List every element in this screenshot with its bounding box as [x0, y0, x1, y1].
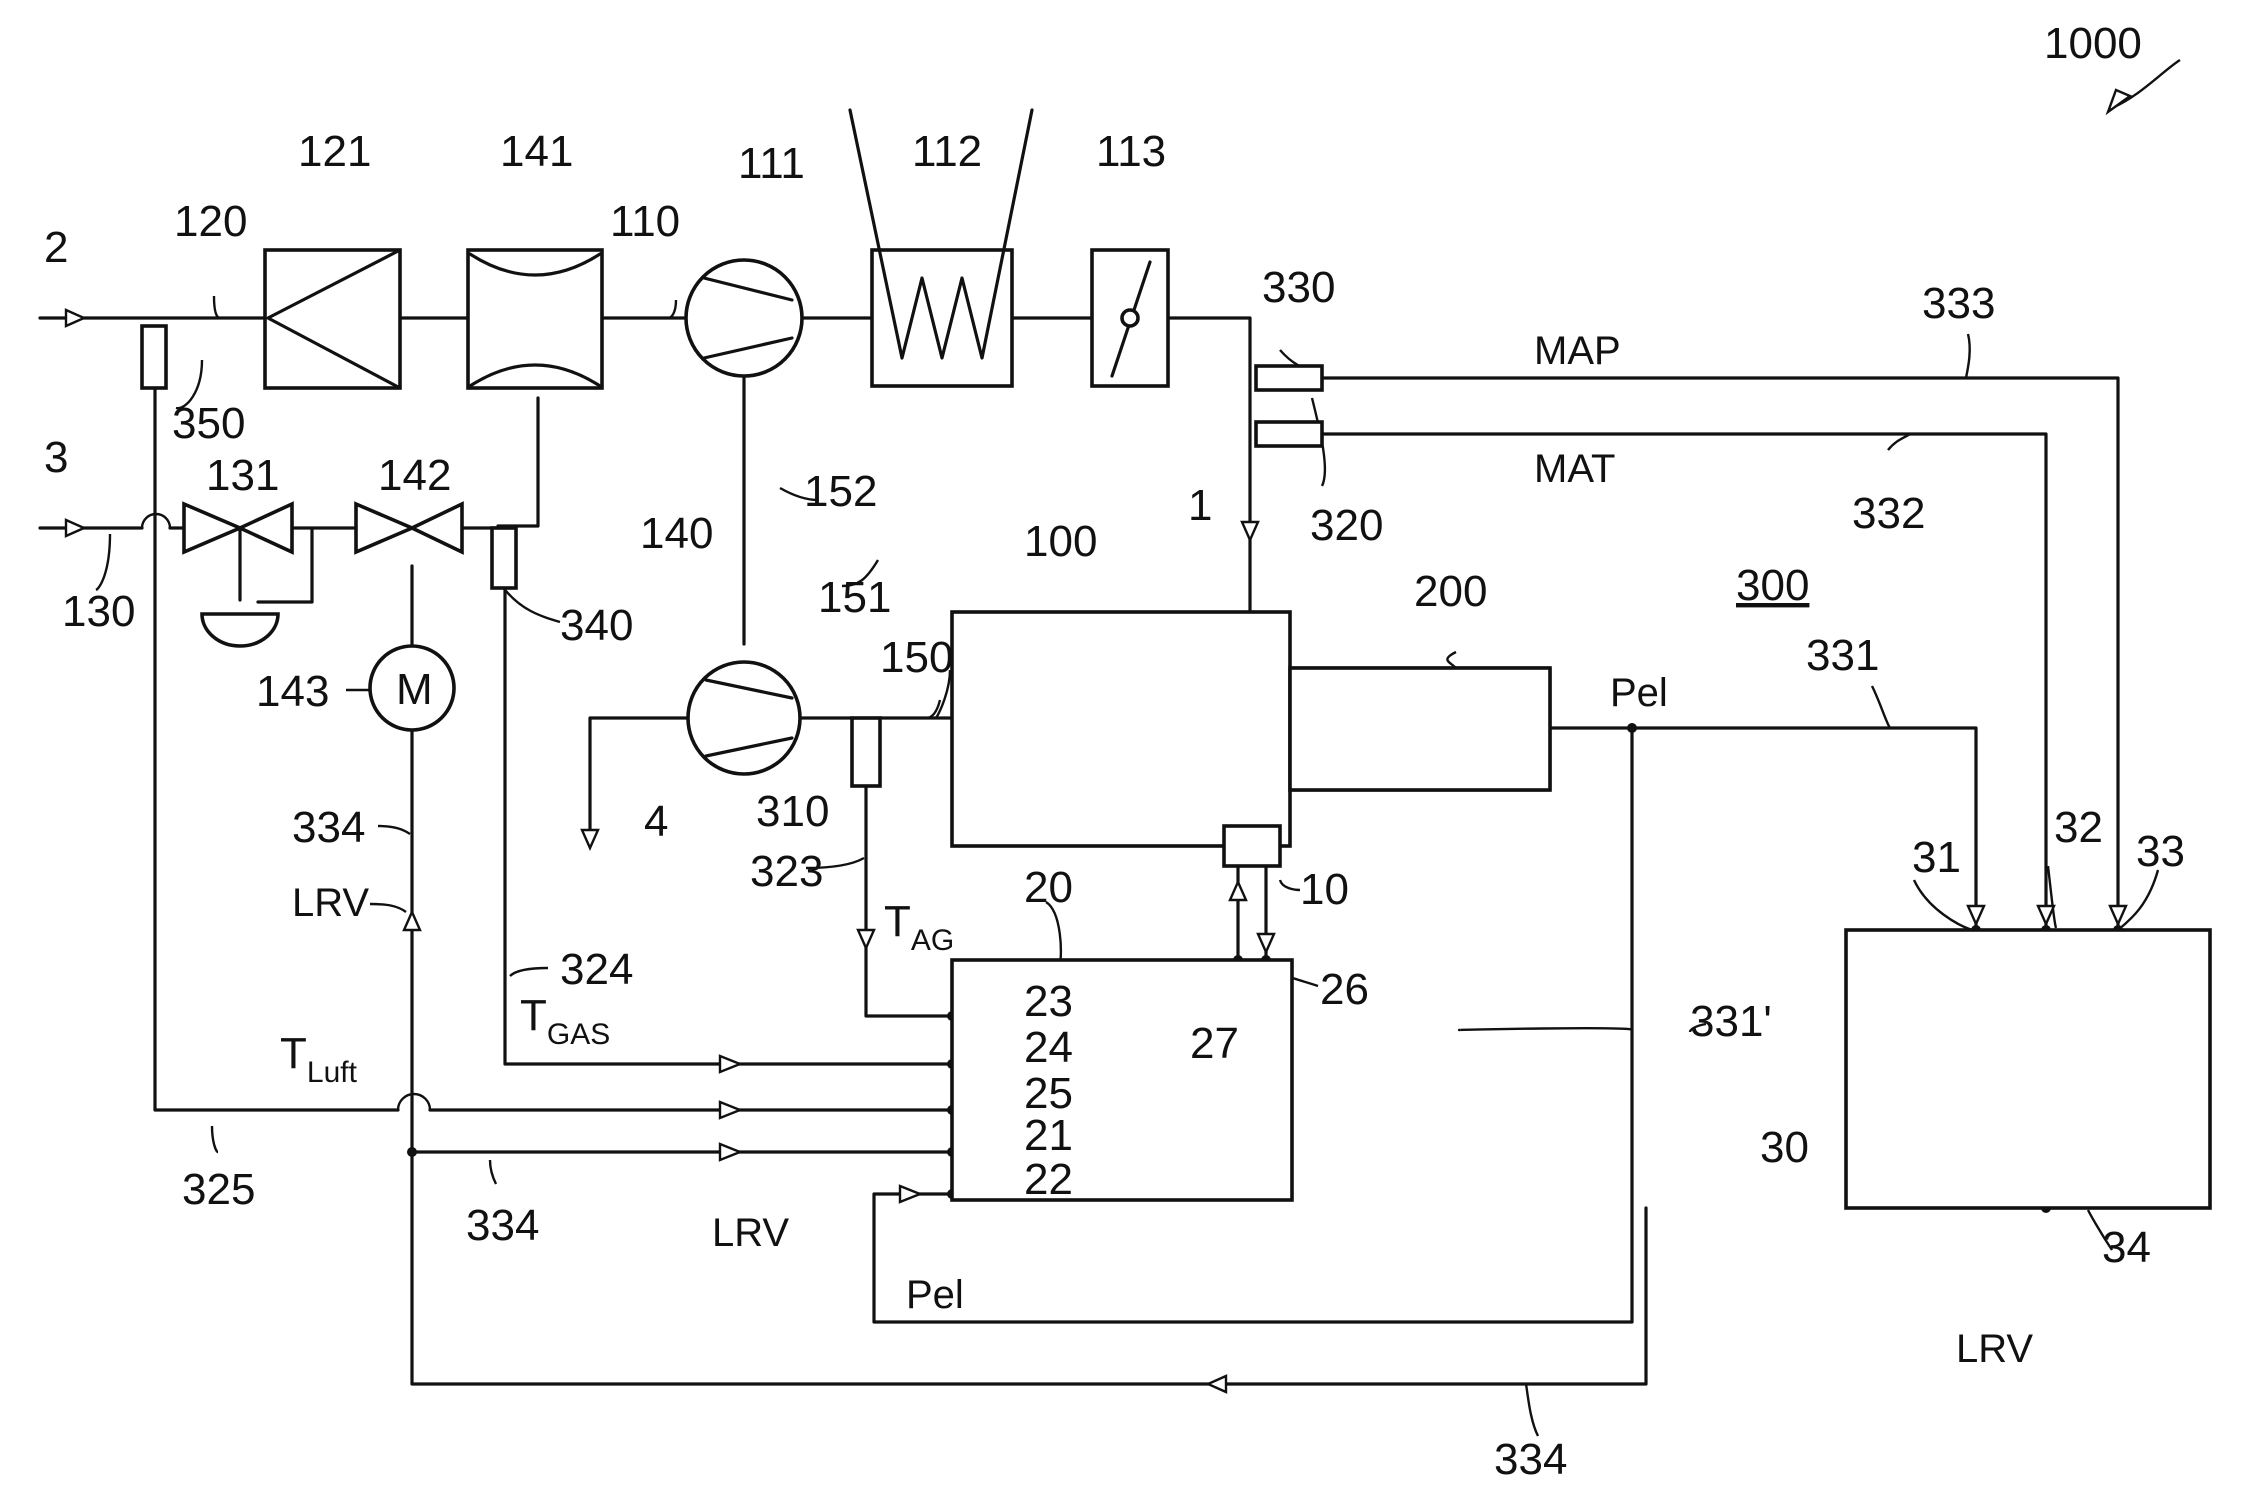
t-ag-main: T [884, 897, 911, 946]
pressure-valve-icon [184, 504, 292, 646]
label-32: 32 [2054, 803, 2103, 852]
air-temp-sensor-icon [142, 326, 166, 388]
gas-temp-sensor-icon [492, 528, 516, 588]
signal-t-luft: TLuft [280, 1029, 358, 1089]
label-140: 140 [640, 509, 713, 558]
signal-pel-bottom: Pel [906, 1273, 964, 1317]
label-310: 310 [756, 787, 829, 836]
label-22: 22 [1024, 1155, 1073, 1204]
signal-t-gas: TGAS [520, 991, 610, 1051]
label-332: 332 [1852, 489, 1925, 538]
signal-mat: MAT [1534, 447, 1615, 491]
throttle-valve-icon [1092, 250, 1168, 386]
label-323: 323 [750, 847, 823, 896]
label-33: 33 [2136, 827, 2185, 876]
label-20: 20 [1024, 863, 1073, 912]
label-1: 1 [1188, 481, 1212, 530]
label-3: 3 [44, 433, 68, 482]
label-27: 27 [1190, 1019, 1239, 1068]
label-2: 2 [44, 223, 68, 272]
label-100: 100 [1024, 517, 1097, 566]
label-152: 152 [804, 467, 877, 516]
signal-t-ag: TAG [884, 897, 954, 957]
label-141: 141 [500, 127, 573, 176]
label-24: 24 [1024, 1023, 1073, 1072]
label-300: 300 [1736, 561, 1809, 610]
signal-labels: MAP MAT Pel Pel LRV LRV LRV TAG TGAS TLu… [280, 329, 2033, 1371]
label-131: 131 [206, 451, 279, 500]
label-34: 34 [2102, 1223, 2151, 1272]
generator-block [1290, 668, 1550, 790]
label-121: 121 [298, 127, 371, 176]
label-4: 4 [644, 797, 668, 846]
engine-controller-block [952, 960, 1292, 1200]
label-142: 142 [378, 451, 451, 500]
t-luft-main: T [280, 1029, 307, 1078]
label-150: 150 [880, 633, 953, 682]
label-120: 120 [174, 197, 247, 246]
label-110: 110 [610, 197, 680, 246]
mat-sensor-icon [1256, 422, 1322, 446]
label-112: 112 [912, 127, 982, 176]
label-333: 333 [1922, 279, 1995, 328]
signal-lrv-bottom: LRV [1956, 1327, 2033, 1371]
t-gas-main: T [520, 991, 547, 1040]
label-130: 130 [62, 587, 135, 636]
label-334-mid: 334 [466, 1201, 539, 1250]
label-151: 151 [818, 573, 891, 622]
label-331: 331 [1806, 631, 1879, 680]
label-30: 30 [1760, 1123, 1809, 1172]
label-200: 200 [1414, 567, 1487, 616]
label-21: 21 [1024, 1111, 1073, 1160]
t-ag-sub: AG [911, 924, 954, 957]
label-10: 10 [1300, 865, 1349, 914]
signal-lrv-mid: LRV [712, 1211, 789, 1255]
gas-valve-icon [356, 504, 462, 552]
label-26: 26 [1320, 965, 1369, 1014]
label-330: 330 [1262, 263, 1335, 312]
label-23: 23 [1024, 977, 1073, 1026]
signal-lrv-motor: LRV [292, 881, 369, 925]
t-luft-sub: Luft [307, 1056, 358, 1089]
label-113: 113 [1096, 127, 1166, 176]
compressor-icon [686, 260, 802, 376]
engine-sensor-10 [1224, 826, 1280, 866]
plant-controller-block [1846, 930, 2210, 1208]
turbine-icon [688, 662, 800, 774]
motor-letter: M [396, 665, 433, 714]
label-324: 324 [560, 945, 633, 994]
signal-pel-top: Pel [1610, 671, 1668, 715]
t-gas-sub: GAS [547, 1018, 610, 1051]
engine-block [952, 612, 1290, 846]
signal-map: MAP [1534, 329, 1621, 373]
label-31: 31 [1912, 833, 1961, 882]
label-340: 340 [560, 601, 633, 650]
label-334-bottom: 334 [1494, 1435, 1567, 1484]
map-sensor-icon [1256, 366, 1322, 390]
label-325: 325 [182, 1165, 255, 1214]
label-350: 350 [172, 399, 245, 448]
gas-mixer-icon [468, 250, 602, 388]
air-filter-icon [265, 250, 400, 388]
label-143: 143 [256, 667, 329, 716]
exhaust-temp-sensor-icon [852, 718, 880, 786]
figure-ref: 1000 [2044, 19, 2142, 68]
label-331p: 331' [1690, 997, 1772, 1046]
label-111: 111 [738, 139, 805, 188]
label-320: 320 [1310, 501, 1383, 550]
label-334-top: 334 [292, 803, 365, 852]
